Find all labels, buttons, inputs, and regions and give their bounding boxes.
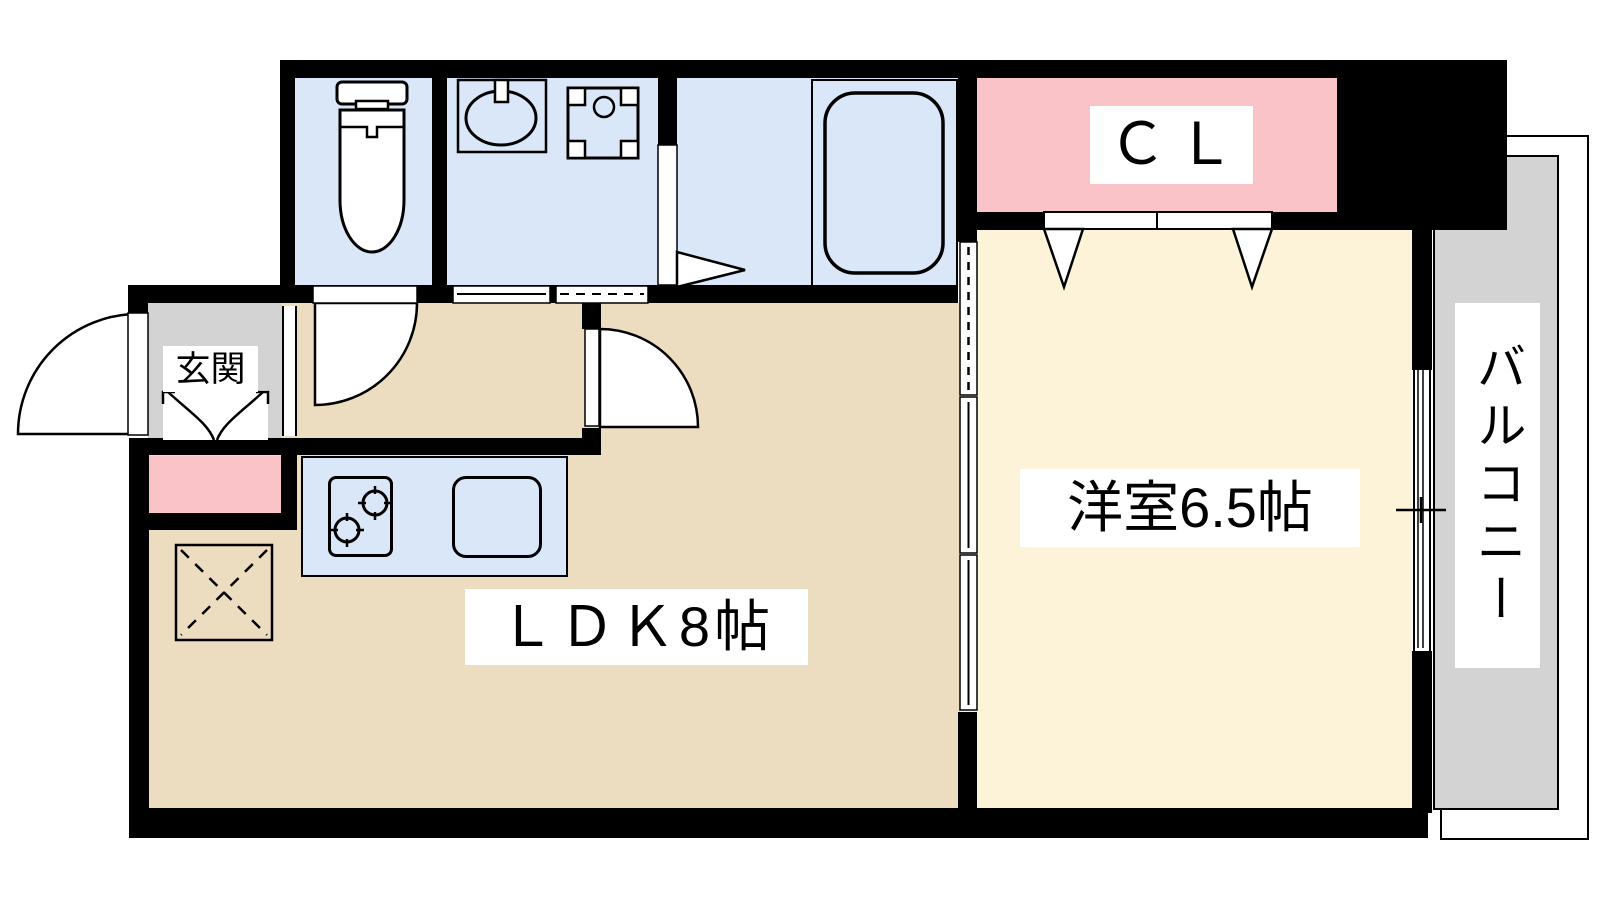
bath-door-icon [657, 144, 746, 289]
entrance-door-icon [16, 312, 149, 436]
bathtub-icon [811, 79, 958, 288]
wall-pink-bottom [129, 513, 297, 530]
wall-toilet-left [280, 78, 295, 285]
wall-bottom [129, 808, 1428, 838]
partition-sliding-door-icon [959, 241, 978, 711]
wall-bedroom-right-top [1412, 230, 1432, 370]
entrance-step [282, 306, 297, 436]
wall-bath-right [958, 78, 977, 242]
wall-toilet-washroom [432, 78, 447, 285]
entrance-storage-block [149, 456, 281, 513]
refrigerator-space-icon [174, 543, 274, 642]
gas-stove-icon [328, 476, 393, 557]
bedroom-label: 洋室6.5帖 [1020, 469, 1360, 547]
entrance-label: 玄関 [163, 346, 258, 392]
wall-left-top-stub [128, 285, 148, 313]
washroom-sliding-door-icon [452, 285, 649, 304]
wall-hall-bottom [131, 438, 601, 455]
stove-burners-icon [330, 486, 392, 547]
wall-door-stub-top [582, 303, 601, 329]
balcony-label: バルコニー [1455, 303, 1540, 668]
wall-corner-mass [1337, 78, 1507, 230]
toilet-door-icon [312, 285, 419, 407]
vanity-sink-icon [456, 78, 548, 154]
window-panes-icon [1396, 370, 1446, 648]
wall-left-outer [129, 438, 149, 838]
closet-label: ＣＬ [1090, 106, 1253, 184]
wall-washroom-bath-stub [658, 78, 677, 145]
hall-door-icon [584, 327, 700, 429]
ldk-label: ＬＤＫ8帖 [465, 589, 808, 665]
washing-machine-pan-icon [566, 86, 640, 160]
wall-pink-right [281, 455, 297, 530]
wall-bedroom-right-bottom [1412, 651, 1432, 813]
shoe-cabinet-icon [161, 390, 270, 441]
wall-door-stub-bottom [582, 428, 601, 455]
kitchen-sink-icon [452, 476, 542, 558]
wall-partition-bottom [958, 712, 977, 818]
wall-top [280, 60, 1507, 78]
folding-closet-door-icon [1042, 211, 1274, 291]
toilet-icon [335, 80, 409, 254]
